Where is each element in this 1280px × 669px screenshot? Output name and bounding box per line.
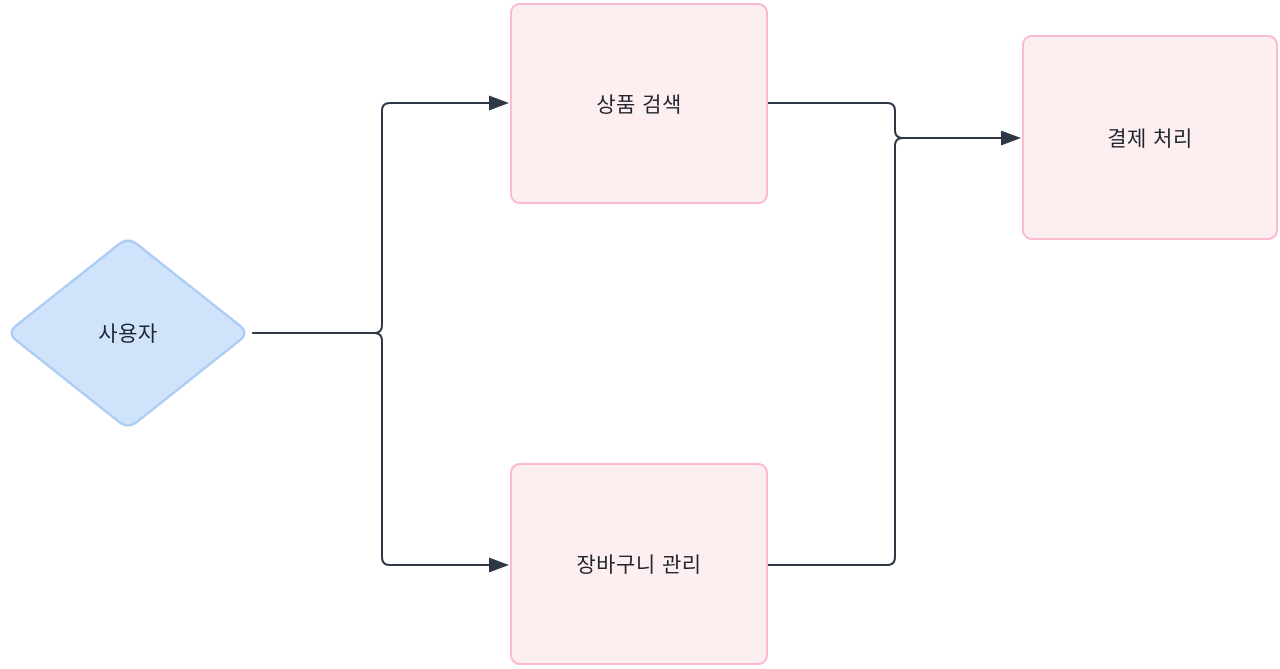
edge-product-search-to-payment <box>767 102 1005 139</box>
edge-user-to-cart-management <box>252 332 493 566</box>
node-cart-management-label: 장바구니 관리 <box>576 554 702 577</box>
edge-cart-management-to-payment <box>767 137 1005 566</box>
node-cart-management[interactable]: 장바구니 관리 <box>510 463 768 665</box>
arrowhead-cart-management <box>489 557 509 573</box>
node-user-label: 사용자 <box>98 323 158 346</box>
node-product-search-label: 상품 검색 <box>596 93 682 117</box>
node-product-search[interactable]: 상품 검색 <box>510 3 768 204</box>
arrowhead-payment-processing <box>1001 130 1021 146</box>
diamond-path <box>11 240 245 426</box>
node-payment-processing-label: 결제 처리 <box>1107 127 1193 151</box>
node-user[interactable]: 사용자 <box>3 233 253 433</box>
edge-user-to-product-search <box>252 102 493 334</box>
arrowhead-product-search <box>489 95 509 111</box>
node-payment-processing[interactable]: 결제 처리 <box>1022 35 1278 240</box>
diamond-border <box>10 239 246 427</box>
diamond-shape <box>10 239 246 427</box>
